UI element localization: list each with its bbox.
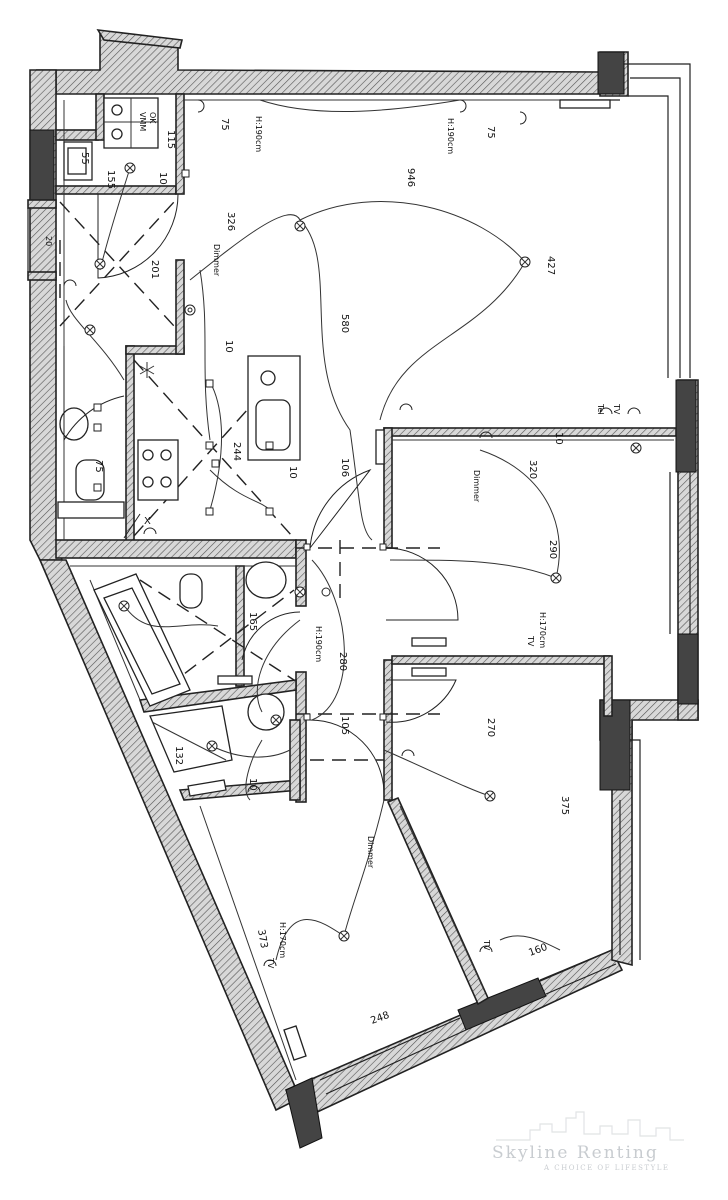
- sockets: [93, 169, 387, 721]
- doors: [63, 193, 459, 795]
- tv-label-1: TV: [612, 403, 621, 415]
- dimmer-label-3: Dimmer: [366, 836, 375, 869]
- dim-75-c: 75: [93, 460, 104, 473]
- dim-106: 106: [339, 458, 350, 477]
- dim-373: 373: [255, 929, 269, 950]
- dim-280: 280: [337, 652, 348, 671]
- height-170-b: H:170cm: [278, 922, 287, 958]
- dim-132: 132: [173, 746, 184, 765]
- dim-946: 946: [405, 168, 416, 187]
- dimension-labels: 946 427 580 326 201 155 55 115 75 75 75 …: [79, 116, 621, 1027]
- dim-10-d: 10: [157, 172, 168, 185]
- height-170-a: H:170cm: [538, 612, 547, 648]
- dimmer-label-2: Dimmer: [472, 470, 481, 503]
- interior-walls: [55, 93, 677, 1006]
- height-190-b: H:190cm: [446, 118, 455, 154]
- height-190-a: H:190cm: [254, 116, 263, 152]
- x-mark: X: [144, 516, 151, 527]
- dim-320: 320: [527, 460, 538, 479]
- dim-10-c: 10: [553, 432, 564, 445]
- dim-290: 290: [547, 540, 558, 559]
- dim-10-e: 10: [247, 778, 258, 791]
- windows: [319, 63, 691, 1095]
- entrance: 20: [27, 199, 57, 281]
- dim-105: 105: [339, 716, 350, 735]
- fan-icon: [139, 362, 155, 378]
- ok-label: OK: [148, 112, 157, 124]
- height-190-c: H:190cm: [314, 626, 323, 662]
- fixtures: VMM OK: [57, 97, 611, 1061]
- dim-155: 155: [105, 170, 116, 189]
- dimmer-label-1: Dimmer: [212, 244, 221, 277]
- dim-244: 244: [231, 442, 242, 461]
- dim-201: 201: [149, 260, 160, 279]
- dim-580: 580: [339, 314, 350, 333]
- dim-165: 165: [247, 612, 258, 631]
- watermark-tagline: A CHOICE OF LIFESTYLE: [543, 1164, 669, 1172]
- tv-label-3: TV: [482, 939, 491, 951]
- watermark-brand: Skyline Renting: [492, 1143, 659, 1163]
- inner-lines: [63, 99, 674, 1081]
- dim-270: 270: [485, 718, 496, 737]
- entrance-label: 20: [44, 236, 53, 246]
- dim-10-a: 10: [223, 340, 234, 353]
- dim-10-b: 10: [287, 466, 298, 479]
- dim-75-a: 75: [219, 118, 230, 131]
- outlets: [63, 99, 641, 967]
- solid-wall-segments: [29, 51, 699, 1149]
- dim-248: 248: [369, 1010, 391, 1027]
- tv-label-4: TV: [266, 957, 275, 969]
- dim-375: 375: [559, 796, 570, 815]
- dim-427: 427: [545, 256, 556, 275]
- wiring: [65, 99, 561, 961]
- dim-160: 160: [527, 942, 549, 959]
- dim-75-b: 75: [485, 126, 496, 139]
- tel-label: Tel: [596, 403, 605, 415]
- dim-115: 115: [165, 130, 176, 149]
- dim-55: 55: [79, 152, 90, 165]
- dim-326: 326: [225, 212, 236, 231]
- tv-label-2: TV: [526, 635, 535, 647]
- skyline-logo-icon: [496, 1111, 684, 1141]
- vmm-label: VMM: [138, 112, 147, 131]
- watermark: Skyline Renting A CHOICE OF LIFESTYLE: [492, 1111, 684, 1172]
- ceiling-lamps: [84, 162, 642, 942]
